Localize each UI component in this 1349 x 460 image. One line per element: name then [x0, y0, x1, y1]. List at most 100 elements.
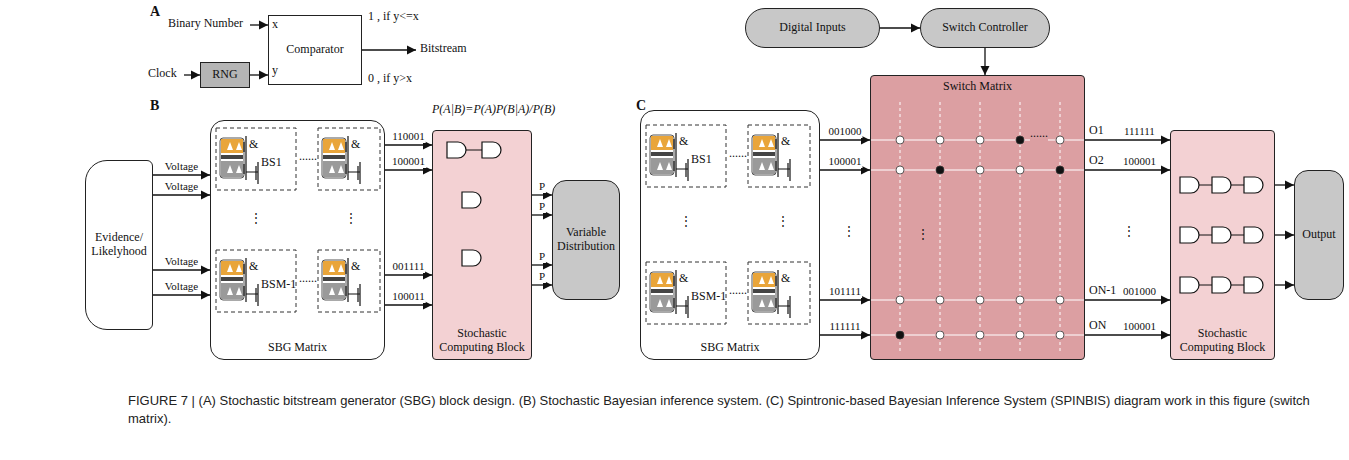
ellipsis: ......: [1030, 127, 1048, 141]
node-text: Digital Inputs: [779, 21, 845, 35]
connector-arrow: [820, 169, 870, 170]
gate-wire: [1199, 185, 1244, 186]
gate-symbol: &: [351, 260, 360, 274]
input-wire: [250, 24, 268, 25]
node-text: Switch Controller: [942, 21, 1028, 35]
gate-symbol: &: [679, 135, 688, 149]
connector-arrow: [1275, 284, 1294, 285]
and-gate: [1244, 227, 1263, 243]
ellipsis: ⋮: [777, 215, 789, 229]
output-wire: [362, 49, 416, 50]
figure-caption: FIGURE 7 | (A) Stochastic bitstream gene…: [128, 392, 1340, 427]
node-text: Output: [1302, 228, 1335, 242]
and-gate: [1180, 227, 1199, 243]
connector-arrow: [385, 304, 432, 305]
output-name: O1: [1089, 124, 1104, 138]
signal-name: Clock: [148, 67, 177, 81]
mtj-device: [752, 135, 776, 175]
and-gate: [482, 142, 501, 158]
node-text: Comparator: [286, 43, 343, 57]
ellipsis: ⋮: [345, 212, 357, 226]
connector-arrow: [984, 48, 985, 75]
edge-label: 001000: [1122, 285, 1157, 298]
port-name: y: [272, 64, 278, 78]
node-text: RNG: [212, 68, 237, 82]
node-text: SBG Matrix: [268, 341, 327, 355]
computing-block: Stochastic Computing Block: [1170, 130, 1275, 360]
edge-label: 100001: [1122, 320, 1157, 333]
ellipsis: ⋮: [917, 228, 929, 242]
mtj-device: [650, 272, 674, 312]
connector-arrow: [820, 139, 870, 140]
connector-arrow: [1275, 234, 1294, 235]
mtj-device: [650, 135, 674, 175]
edge-label: 101111: [828, 285, 862, 298]
connector-arrow: [1085, 169, 1170, 170]
connector-arrow: [1085, 334, 1170, 335]
gate-symbol: &: [249, 260, 258, 274]
cell-name: BS1: [261, 156, 282, 170]
gate-symbol: &: [351, 138, 360, 152]
and-gate: [1180, 177, 1199, 193]
edge-label: Voltage: [164, 180, 199, 193]
switch-matrix: Switch Matrix: [870, 75, 1085, 360]
cell-name: BSM-1: [691, 290, 726, 304]
connector-arrow: [1085, 139, 1170, 140]
edge-label: 001000: [828, 125, 863, 138]
connector-arrow: [1275, 184, 1294, 185]
mtj-device: [322, 138, 346, 178]
gate-wire: [1199, 285, 1244, 286]
ellipsis: ⋮: [843, 225, 855, 239]
rng-box: RNG: [200, 62, 250, 88]
edge-label: 110001: [391, 130, 426, 143]
connector-arrow: [153, 269, 210, 270]
and-gate: [462, 250, 481, 266]
edge-label: 111111: [1123, 125, 1156, 138]
mtj-device: [322, 260, 346, 300]
signal-name: Bitstream: [420, 42, 467, 56]
edge-label: Voltage: [164, 160, 199, 173]
output-name: ON: [1089, 319, 1106, 333]
edge-label: P: [538, 180, 546, 193]
bayes-formula: P(A|B)=P(A)P(B|A)/P(B): [432, 103, 555, 117]
controller-box: Switch Controller: [920, 8, 1050, 48]
computing-block: Stochastic Computing Block: [432, 130, 532, 360]
connector-arrow: [385, 144, 432, 145]
node-text: Switch Matrix: [943, 80, 1012, 94]
node-text: Evidence/ Likelyhood: [90, 231, 148, 259]
output-box: Output: [1294, 170, 1344, 300]
panel-letter: B: [150, 98, 159, 114]
cell-name: BS1: [691, 153, 712, 167]
clock-wire: [184, 74, 200, 75]
node-text: Stochastic Computing Block: [437, 327, 527, 355]
edge-label: 100001: [828, 155, 863, 168]
ellipsis: ......: [299, 272, 317, 286]
output-name: O2: [1089, 154, 1104, 168]
node-text: Variable Distribution: [557, 226, 615, 254]
ellipsis: ⋮: [1123, 225, 1135, 239]
and-gate: [462, 192, 481, 208]
mtj-device: [752, 272, 776, 312]
ellipsis: ......: [729, 284, 747, 298]
connector-arrow: [532, 194, 552, 195]
node-text: SBG Matrix: [700, 341, 759, 355]
and-gate: [1180, 277, 1199, 293]
input-box: Digital Inputs: [745, 8, 880, 48]
ellipsis: ⋮: [250, 212, 262, 226]
connector-arrow: [153, 194, 210, 195]
ellipsis: ......: [299, 150, 317, 164]
connector-arrow: [820, 299, 870, 300]
and-gate: [1244, 177, 1263, 193]
mtj-device: [220, 138, 244, 178]
connector-arrow: [880, 27, 920, 28]
connector-arrow: [153, 174, 210, 175]
edge-label: 100001: [391, 155, 426, 168]
gate-symbol: &: [781, 135, 790, 149]
panel-letter: A: [150, 4, 160, 20]
connector-arrow: [250, 74, 268, 75]
connector-arrow: [385, 169, 432, 170]
gate-wire: [1199, 235, 1244, 236]
edge-label: P: [538, 200, 546, 213]
port-name: x: [272, 18, 278, 32]
